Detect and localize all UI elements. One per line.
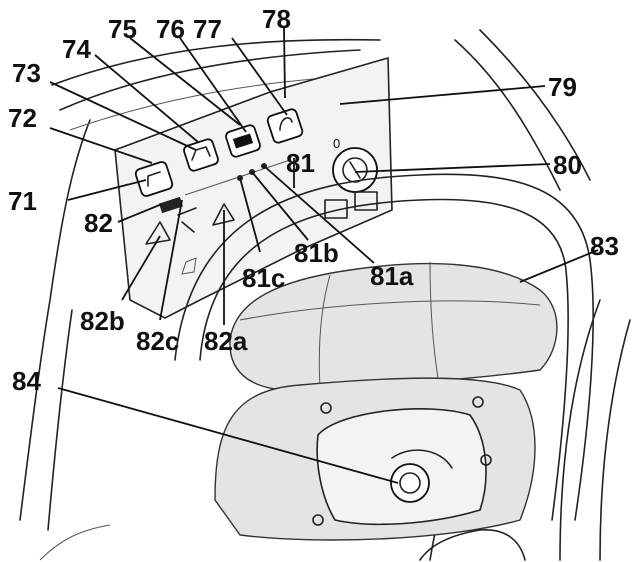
panel-buttons	[134, 108, 304, 198]
callout-82c: 82c	[136, 326, 179, 356]
callout-77: 77	[193, 14, 222, 44]
callout-80: 80	[553, 150, 582, 180]
callout-78: 78	[262, 4, 291, 34]
callout-73: 73	[12, 58, 41, 88]
button-74-icon	[191, 146, 211, 161]
callout-81b: 81b	[294, 238, 339, 268]
machine-body-outline	[19, 29, 631, 561]
key-switch: 0	[324, 136, 378, 219]
callout-81a: 81a	[370, 261, 414, 291]
callout-82: 82	[84, 208, 113, 238]
bottom-frame	[419, 529, 526, 561]
callout-74: 74	[62, 34, 91, 64]
info-sticker	[354, 191, 378, 211]
button-78[interactable]	[266, 108, 304, 144]
callout-72: 72	[8, 103, 37, 133]
callout-79: 79	[548, 72, 577, 102]
callout-75: 75	[108, 14, 137, 44]
lower-housing	[214, 377, 536, 541]
button-71-icon	[147, 171, 161, 187]
callout-71: 71	[8, 186, 37, 216]
callout-82b: 82b	[80, 306, 125, 336]
button-76-icon	[232, 133, 254, 149]
callout-82a: 82a	[204, 326, 248, 356]
speed-control-knob[interactable]	[390, 463, 430, 503]
button-78-icon	[279, 117, 293, 131]
button-74[interactable]	[183, 138, 220, 172]
leader-lines	[49, 27, 599, 484]
callout-81: 81	[286, 148, 315, 178]
callout-81c: 81c	[242, 263, 285, 293]
warning-triangle-icon	[145, 221, 171, 245]
button-71[interactable]	[134, 161, 174, 198]
knob-scale-arc	[391, 449, 453, 469]
callout-labels: 71 72 73 74 75 76 77 78 79 80 81 81a 81b…	[8, 4, 619, 396]
warning-sticker	[324, 199, 348, 219]
callout-76: 76	[156, 14, 185, 44]
key-position-mark: 0	[333, 136, 340, 151]
handle-bar	[174, 173, 594, 521]
callout-83: 83	[590, 231, 619, 261]
callout-84: 84	[12, 366, 41, 396]
